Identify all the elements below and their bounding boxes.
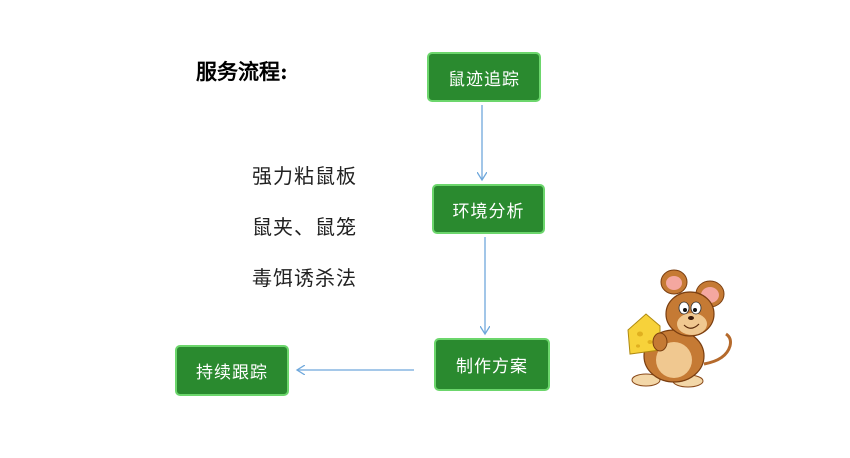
method-trap-cage: 鼠夹、鼠笼 bbox=[252, 215, 357, 239]
page-title: 服务流程: bbox=[196, 59, 288, 84]
step-env-analysis: 环境分析 bbox=[432, 184, 545, 234]
method-poison-bait: 毒饵诱杀法 bbox=[252, 266, 357, 290]
step-make-plan: 制作方案 bbox=[434, 338, 550, 391]
method-sticky-board: 强力粘鼠板 bbox=[252, 164, 357, 188]
step-ongoing-tracking: 持续跟踪 bbox=[175, 345, 289, 396]
step-track-signs: 鼠迹追踪 bbox=[427, 52, 541, 102]
cartoon-mouse-icon bbox=[627, 269, 732, 388]
